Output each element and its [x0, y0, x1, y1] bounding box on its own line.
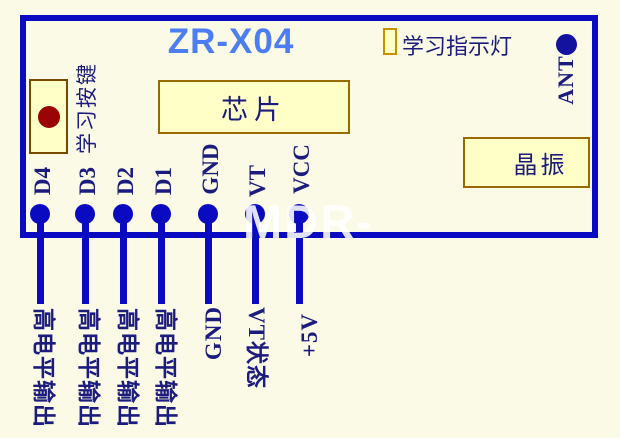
learn-button	[37, 105, 60, 128]
pin-name-d2: D2	[113, 166, 138, 196]
pin-pad-d1	[151, 204, 171, 224]
watermark: MDR-	[243, 195, 374, 248]
pin-pad-d4	[30, 204, 50, 224]
ant-pad	[556, 34, 577, 55]
pin-name-d1: D1	[151, 166, 176, 196]
chip-box: 芯片	[158, 80, 350, 134]
pin-function-vt: VT状态	[244, 307, 269, 389]
module-title: ZR-X04	[167, 22, 295, 61]
pin-stem-vcc	[296, 214, 303, 304]
pin-name-d4: D4	[30, 166, 55, 196]
pin-name-gnd: GND	[198, 143, 223, 195]
pin-name-vt: VT	[245, 165, 270, 197]
learn-button-box	[29, 79, 68, 154]
pin-function-d1: 高电平输出	[153, 308, 178, 428]
pin-name-d3: D3	[75, 166, 100, 196]
crystal-label: 晶振	[513, 153, 568, 179]
pin-stem-gnd	[205, 214, 212, 304]
board-outline	[20, 15, 598, 238]
pin-stem-vt	[252, 214, 259, 304]
led-indicator	[383, 28, 397, 55]
pin-stem-d4	[37, 214, 44, 304]
pin-function-vcc: +5V	[297, 312, 322, 358]
led-label: 学习指示灯	[402, 34, 513, 59]
pin-pad-vcc	[289, 204, 309, 224]
pin-stem-d3	[82, 214, 89, 304]
pin-stem-d2	[120, 214, 127, 304]
learn-button-label: 学习按键	[75, 62, 99, 154]
pin-pad-gnd	[198, 204, 218, 224]
pin-stem-d1	[158, 214, 165, 304]
pin-function-d2: 高电平输出	[115, 308, 140, 428]
crystal-box: 晶振	[463, 137, 590, 188]
pin-pad-d3	[75, 204, 95, 224]
pin-name-vcc: VCC	[289, 144, 314, 194]
pin-function-d3: 高电平输出	[76, 308, 101, 428]
pin-function-d4: 高电平输出	[31, 308, 56, 428]
pin-pad-vt	[245, 204, 265, 224]
pin-function-gnd: GND	[201, 305, 226, 361]
ant-label: ANT	[553, 55, 578, 105]
pin-pad-d2	[113, 204, 133, 224]
chip-label: 芯片	[221, 94, 287, 125]
